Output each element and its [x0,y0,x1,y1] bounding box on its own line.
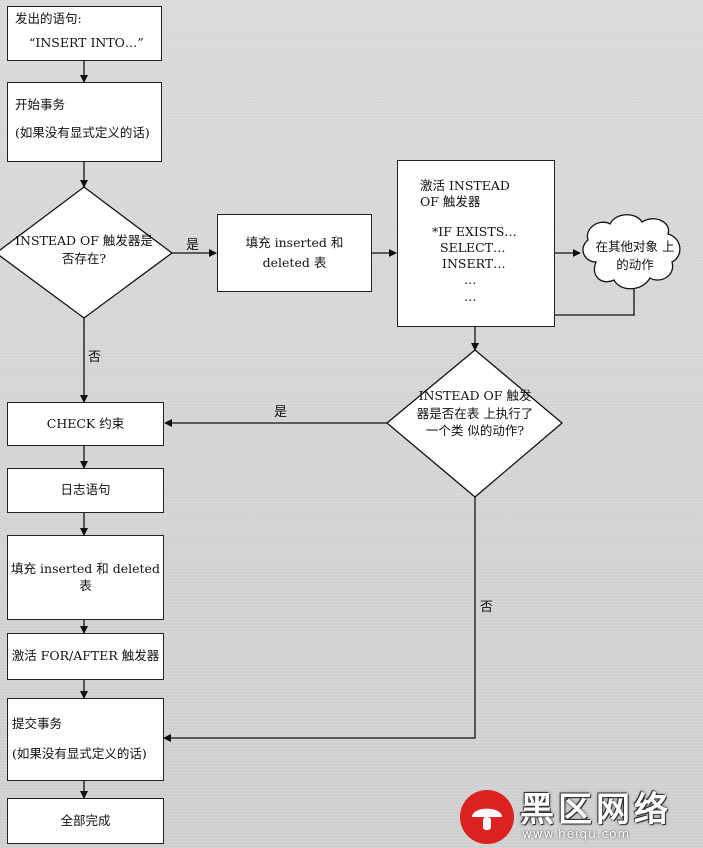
watermark-url: www.heiqu.com [522,827,631,841]
site-watermark: 黑区网络 www.heiqu.com [460,786,695,848]
begin-transaction-title: 开始事务 [15,97,66,112]
check-constraint-label: CHECK 约束 [46,415,125,431]
fill-tables-box-2: 填充 inserted 和 deleted 表 [7,535,164,620]
activate-instead-box: 激活 INSTEAD OF 触发器 *IF EXISTS… SELECT… IN… [397,160,555,327]
commit-transaction-title: 提交事务 [12,716,63,731]
decision-instead-text: INSTEAD OF 触发器是否存在? [14,232,154,268]
decision-similar-line2: 触发器是否在表 [416,388,532,421]
watermark-brand: 黑区网络 [520,790,672,830]
decision-instead-line1: INSTEAD OF [15,233,99,248]
trigger-code-line: … [464,288,477,304]
decision-similar-line3: 上执行了一个类 [425,405,534,439]
yes-label-2: 是 [274,405,288,420]
trigger-code-line: … [464,272,477,288]
decision-similar-line1: INSTEAD OF [418,388,503,403]
no-label-2: 否 [480,600,494,615]
log-statement-box: 日志语句 [7,468,164,513]
activate-instead-line2: OF 触发器 [420,194,481,210]
fill-tables-2-label: 填充 inserted 和 deleted 表 [11,561,160,593]
trigger-code-line: INSERT… [442,256,506,271]
other-objects-line1: 在其他对象 [595,239,658,254]
other-objects-line2: 上的动作 [616,239,675,273]
statement-title: 发出的语句: [15,11,82,26]
commit-transaction-note: (如果没有显式定义的话) [12,746,147,762]
log-statement-label: 日志语句 [60,482,111,498]
no-label-1: 否 [88,350,102,365]
arrow-decision2-to-commit [163,497,476,742]
fill-tables-1-line1: 填充 inserted 和 [245,234,344,250]
decision-instead-line2: 触发器是否存在? [61,233,153,267]
statement-code: “INSERT INTO…” [29,35,144,51]
activate-instead-line1: 激活 INSTEAD [420,178,510,193]
yes-label-1: 是 [186,238,200,253]
decision-similar-line4: 似的动作? [467,423,525,438]
activate-after-label: 激活 FOR/AFTER 触发器 [11,648,160,664]
fill-tables-1-line2: deleted 表 [262,255,327,270]
decision-similar-text: INSTEAD OF 触发器是否在表 上执行了一个类 似的动作? [415,387,535,440]
all-done-box: 全部完成 [7,798,164,844]
mushroom-logo-icon [460,790,514,844]
fill-tables-box-1: 填充 inserted 和 deleted 表 [217,214,372,292]
begin-transaction-box: 开始事务 (如果没有显式定义的话) [7,82,162,162]
trigger-code-line: SELECT… [440,239,506,255]
check-constraint-box: CHECK 约束 [7,402,164,446]
other-objects-text: 在其他对象 上的动作 [590,238,680,274]
activate-after-box: 激活 FOR/AFTER 触发器 [7,633,164,680]
all-done-label: 全部完成 [60,812,111,828]
trigger-code-line: *IF EXISTS… [432,223,517,239]
statement-box: 发出的语句: “INSERT INTO…” [7,6,162,61]
cloud-shape [582,214,681,290]
commit-transaction-box: 提交事务 (如果没有显式定义的话) [7,698,164,781]
begin-transaction-note: (如果没有显式定义的话) [15,125,150,141]
decision-diamond-1 [0,186,174,319]
decision-diamond-2 [385,349,564,498]
